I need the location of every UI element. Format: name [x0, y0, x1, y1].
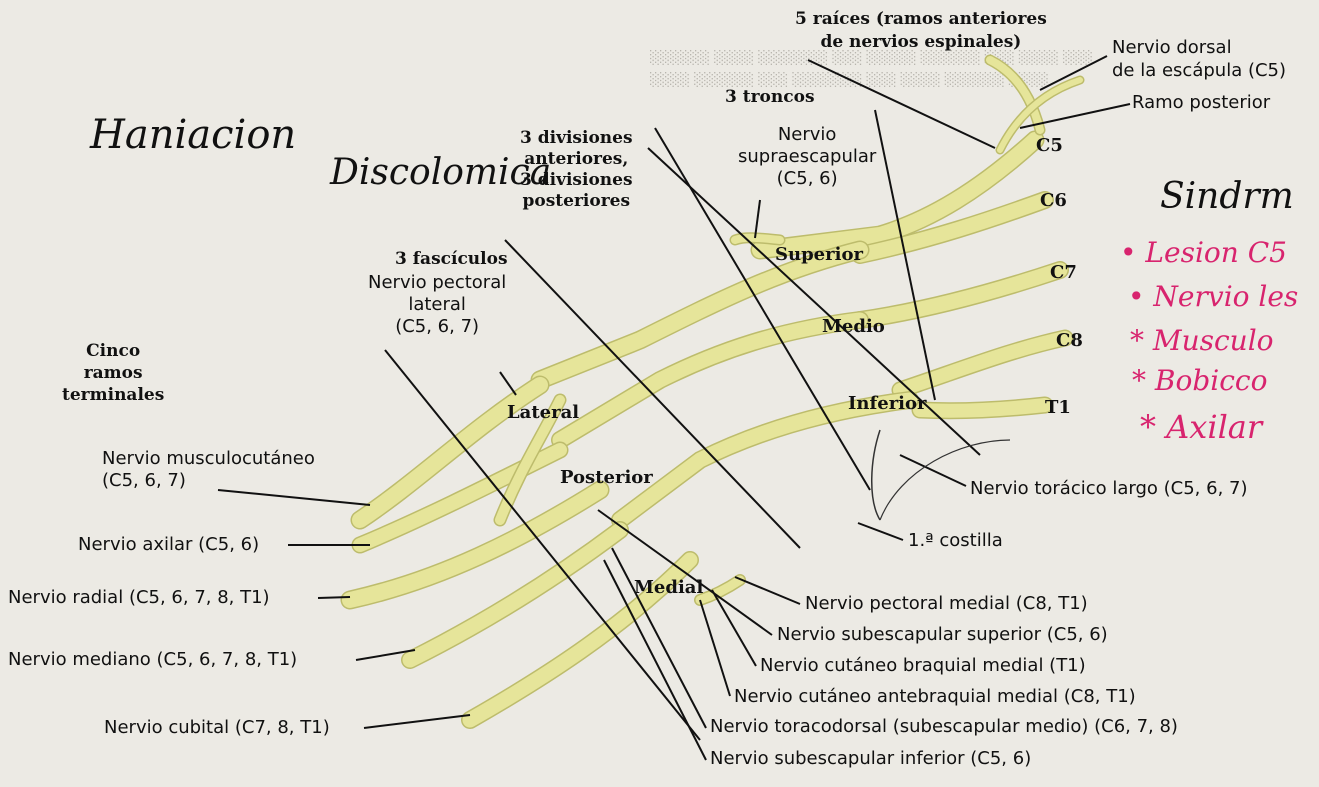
label-musculocutaneo: Nervio musculocutáneo (C5, 6, 7): [102, 448, 315, 491]
header-cords: 3 fascículos: [395, 249, 508, 269]
leader-cutaneo-antebraquial: [699, 599, 731, 697]
first-rib-curve: [879, 439, 1011, 521]
leader-cubital: [363, 714, 471, 729]
root-c5: C5: [1036, 135, 1063, 156]
label-cubital: Nervio cubital (C7, 8, T1): [104, 717, 330, 738]
header-roots: 5 raíces (ramos anteriores de nervios es…: [795, 9, 1047, 52]
leader-lateral-cord: [499, 371, 517, 396]
leader-costilla: [857, 522, 904, 541]
trunk-inferior: Inferior: [848, 393, 927, 414]
nerve-root-c8: [893, 331, 1072, 397]
handwritten-syndrome: Sindrm: [1160, 176, 1294, 217]
label-mediano: Nervio mediano (C5, 6, 7, 8, T1): [8, 649, 298, 670]
label-toracico-largo: Nervio torácico largo (C5, 6, 7): [970, 478, 1248, 499]
nerve-trunk-superior: [532, 242, 868, 388]
label-cutaneo-braquial: Nervio cutáneo braquial medial (T1): [760, 655, 1086, 676]
first-rib-outline: [871, 429, 881, 521]
leader-subescapular-superior: [597, 509, 773, 636]
cord-posterior: Posterior: [560, 467, 653, 488]
label-pectoral-medial: Nervio pectoral medial (C8, T1): [805, 593, 1088, 614]
nerve-medial-cord-twig: [695, 575, 745, 605]
nerve-trunk-inferior-edge: [611, 391, 919, 529]
handwritten-note-2: Discolomica: [330, 152, 552, 193]
header-terminal: Cinco ramos terminales: [62, 341, 165, 405]
nerve-root-c6: [852, 192, 1053, 263]
label-subescapular-inferior: Nervio subescapular inferior (C5, 6): [710, 748, 1032, 769]
leader-musculocutaneo: [217, 489, 371, 506]
nerve-suprascapular-branch: [731, 233, 784, 244]
label-axilar: Nervio axilar (C5, 6): [78, 534, 260, 555]
leader-ramo-posterior: [1019, 103, 1131, 129]
cord-lateral: Lateral: [507, 402, 580, 423]
label-cutaneo-antebraquial: Nervio cutáneo antebraquial medial (C8, …: [734, 686, 1136, 707]
nerve-musculocutaneous-path: [352, 377, 548, 528]
leader-suprascapular: [754, 199, 761, 239]
nerve-trunk-inferior: [612, 392, 918, 528]
nerve-root-c7: [852, 262, 1068, 328]
leader-toracico-largo: [899, 454, 967, 487]
root-c7: C7: [1050, 262, 1077, 283]
nerve-ulnar-path: [462, 552, 698, 728]
label-ramo-posterior: Ramo posterior: [1132, 92, 1271, 113]
leader-roots: [807, 59, 996, 149]
label-suprascapular: Nervio supraescapular (C5, 6): [738, 124, 877, 189]
handwritten-list-3: * Musculo: [1130, 324, 1274, 357]
label-toracodorsal: Nervio toracodorsal (subescapular medio)…: [710, 716, 1178, 737]
leader-pectoral-lateral: [384, 349, 701, 741]
root-c6: C6: [1040, 190, 1067, 211]
nerve-ramo-posterior-branch: [997, 77, 1083, 153]
leader-dorsal-scapular: [1039, 55, 1108, 91]
leader-mediano: [355, 649, 416, 661]
trunk-medio: Medio: [822, 316, 885, 337]
nerve-trunk-medio: [552, 312, 868, 448]
leader-trunks: [874, 109, 936, 401]
label-radial: Nervio radial (C5, 6, 7, 8, T1): [8, 587, 270, 608]
nerve-root-c5: [752, 132, 1043, 258]
label-costilla: 1.ª costilla: [908, 530, 1003, 551]
handwritten-list-1: • Lesion C5: [1120, 236, 1287, 269]
leader-divisions-posterior: [647, 147, 981, 456]
nerve-dorsal-scapular-branch: [986, 56, 1044, 134]
leader-subescapular-inferior: [603, 559, 707, 761]
leader-cords: [504, 239, 801, 549]
handwritten-note-1: Haniacion: [90, 112, 297, 158]
trunk-superior: Superior: [775, 244, 863, 265]
header-divisions: 3 divisiones anteriores, 3 divisiones po…: [520, 128, 633, 211]
leader-cutaneo-braquial: [711, 589, 757, 667]
nerve-root-t1: [913, 398, 1052, 418]
nerve-radial-path: [342, 482, 608, 608]
label-dorsal-scapular: Nervio dorsal de la escápula (C5): [1112, 37, 1287, 81]
anatomy-shapes: [871, 429, 1011, 521]
label-subescapular-superior: Nervio subescapular superior (C5, 6): [777, 624, 1108, 645]
root-c8: C8: [1056, 330, 1083, 351]
leader-radial: [317, 596, 351, 599]
leader-lines: [217, 55, 1131, 761]
nerve-lateral-root-median: [495, 395, 565, 525]
nerve-median-path: [402, 522, 628, 668]
leader-toracodorsal: [611, 547, 707, 729]
handwritten-list-2: • Nervio les: [1128, 280, 1299, 313]
root-t1: T1: [1045, 397, 1071, 418]
handwritten-list-5: * Axilar: [1140, 408, 1263, 446]
label-pectoral-lateral: Nervio pectoral lateral (C5, 6, 7): [368, 272, 507, 337]
leader-pectoral-medial: [734, 576, 801, 605]
handwritten-list-4: * Bobicco: [1132, 364, 1268, 397]
nerve-bundles: [340, 54, 1085, 729]
header-trunks: 3 troncos: [725, 87, 815, 107]
cord-medial: Medial: [634, 577, 704, 598]
